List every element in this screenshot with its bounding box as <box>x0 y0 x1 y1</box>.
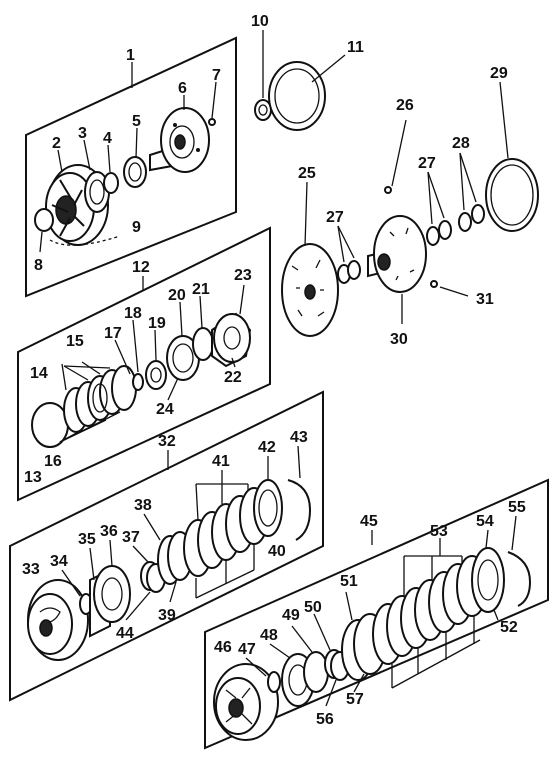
callout-56: 56 <box>316 711 334 728</box>
callout-23: 23 <box>234 267 252 284</box>
group-1-pump-assembly <box>25 36 237 298</box>
callout-5: 5 <box>132 113 141 130</box>
callout-15: 15 <box>66 333 84 350</box>
callout-27b: 27 <box>418 155 436 172</box>
callout-32: 32 <box>158 433 176 450</box>
callout-52: 52 <box>500 619 518 636</box>
pump-body <box>34 164 109 246</box>
callout-2: 2 <box>52 135 61 152</box>
callout-22: 22 <box>224 369 242 386</box>
callout-26: 26 <box>396 97 414 114</box>
callout-11: 11 <box>347 39 364 56</box>
callout-42: 42 <box>258 439 276 456</box>
bearing-5 <box>123 156 147 188</box>
callout-21: 21 <box>192 281 210 298</box>
callout-29: 29 <box>490 65 508 82</box>
gasket-10 <box>254 30 272 121</box>
seal-rings-27-left <box>337 225 361 284</box>
callout-49: 49 <box>282 607 300 624</box>
callout-40: 40 <box>268 543 286 560</box>
callout-4: 4 <box>103 130 112 147</box>
seal-rings-27-right <box>426 171 452 246</box>
callout-50: 50 <box>304 599 322 616</box>
gasket-29 <box>485 81 539 232</box>
callout-39: 39 <box>158 607 176 624</box>
callout-25: 25 <box>298 165 316 182</box>
callout-51: 51 <box>340 573 358 590</box>
callout-1: 1 <box>126 47 135 64</box>
reaction-plate-25 <box>281 181 339 337</box>
callout-12: 12 <box>132 259 150 276</box>
callout-7: 7 <box>212 67 221 84</box>
group-12-frame <box>17 226 271 502</box>
callout-8: 8 <box>34 257 43 274</box>
callout-38: 38 <box>134 497 152 514</box>
callout-27a: 27 <box>326 209 344 226</box>
callout-46: 46 <box>214 639 232 656</box>
case-cover-30 <box>367 215 427 324</box>
callout-35: 35 <box>78 531 96 548</box>
group-45-frame <box>204 478 549 750</box>
bolt-31 <box>430 280 469 297</box>
callout-17: 17 <box>104 325 122 342</box>
callout-10: 10 <box>251 13 269 30</box>
bolt-7 <box>208 118 216 126</box>
callout-48: 48 <box>260 627 278 644</box>
callout-37: 37 <box>122 529 140 546</box>
callout-16: 16 <box>44 453 62 470</box>
callout-24: 24 <box>156 401 174 418</box>
callout-14: 14 <box>30 365 48 382</box>
seal-rings-28 <box>458 152 485 232</box>
callout-33: 33 <box>22 561 40 578</box>
callout-labels: 1 2 3 4 5 6 7 8 9 10 11 12 13 14 15 16 1… <box>22 13 526 728</box>
callout-54: 54 <box>476 513 494 530</box>
group-32-clutch <box>9 390 324 702</box>
callout-43: 43 <box>290 429 308 446</box>
callout-45: 45 <box>360 513 378 530</box>
group-12-clutch <box>17 226 271 502</box>
callout-20: 20 <box>168 287 186 304</box>
callout-34: 34 <box>50 553 68 570</box>
callout-13: 13 <box>24 469 42 486</box>
callout-41: 41 <box>212 453 230 470</box>
pump-cover-6 <box>149 107 210 173</box>
callout-30: 30 <box>390 331 408 348</box>
callout-36: 36 <box>100 523 118 540</box>
callout-53: 53 <box>430 523 448 540</box>
callout-47: 47 <box>238 641 256 658</box>
group-45-clutch <box>204 478 549 750</box>
callout-6: 6 <box>178 80 187 97</box>
group-32-frame <box>9 390 324 702</box>
gasket-11 <box>268 54 346 131</box>
callout-44: 44 <box>116 625 134 642</box>
callout-55: 55 <box>508 499 526 516</box>
leader-9 <box>49 235 121 246</box>
callout-28: 28 <box>452 135 470 152</box>
group-1-frame <box>25 36 237 298</box>
callout-9: 9 <box>132 219 141 236</box>
callout-19: 19 <box>148 315 166 332</box>
callout-18: 18 <box>124 305 142 322</box>
bolt-26 <box>384 186 392 194</box>
callout-31: 31 <box>476 291 494 308</box>
callout-57: 57 <box>346 691 364 708</box>
seal-ring-4 <box>103 172 119 194</box>
callout-3: 3 <box>78 125 87 142</box>
